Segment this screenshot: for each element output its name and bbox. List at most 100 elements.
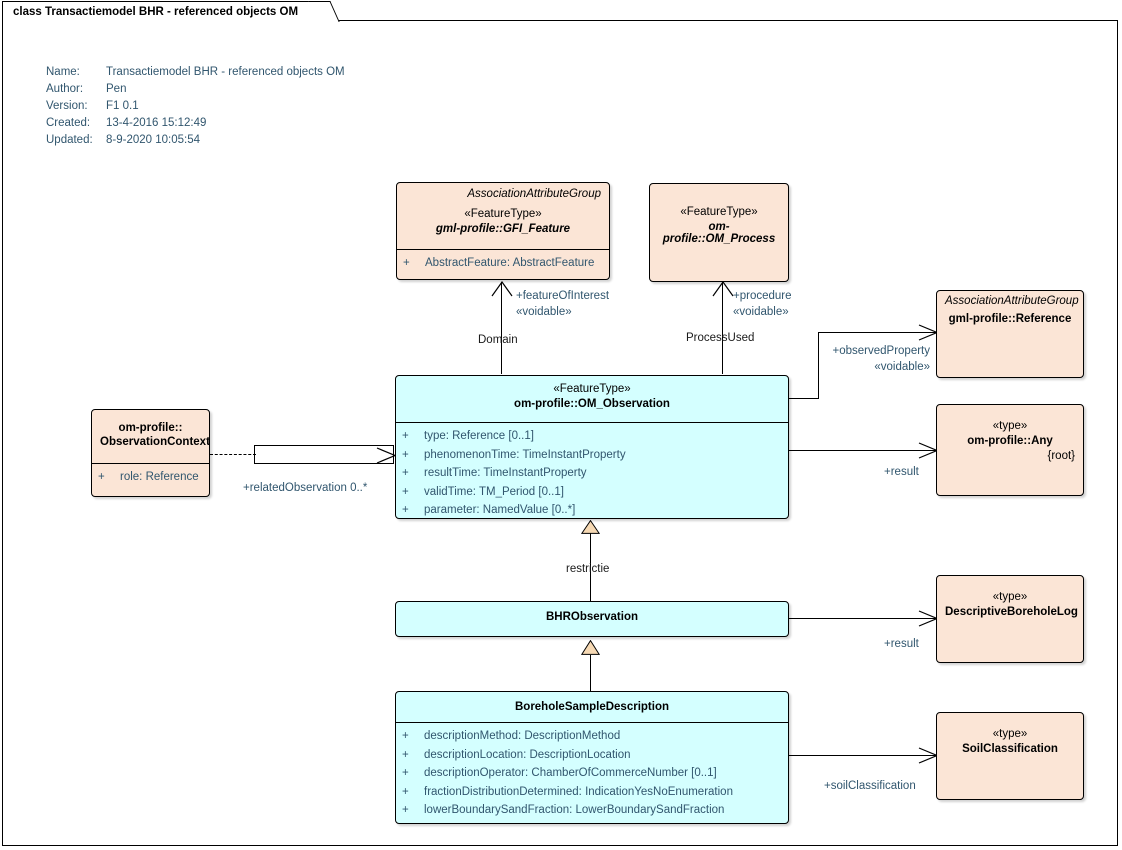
attribute-visibility: + — [402, 730, 409, 742]
connector-feature-of-interest-arrowhead — [491, 281, 513, 297]
connector-observed-property-seg3 — [818, 332, 936, 333]
class-gfi-feature-name: gml-profile::GFI_Feature — [435, 223, 571, 235]
class-any-root-constraint: {root} — [1047, 450, 1076, 462]
class-attribute-row: + descriptionLocation: DescriptionLocati… — [402, 746, 782, 765]
class-om-process-name: om-profile::OM_Process — [662, 221, 776, 245]
class-attribute-row: + fractionDistributionDetermined: Indica… — [402, 783, 782, 802]
diagram-title-tab: class Transactiemodel BHR - referenced o… — [2, 1, 326, 21]
connector-result-log-line — [789, 618, 936, 619]
class-bhr-observation[interactable]: BHRObservation — [395, 601, 789, 637]
label-procedure-role: +procedure — [733, 290, 792, 302]
connector-restrictie-line — [590, 533, 591, 601]
label-restrictie: restrictie — [566, 563, 610, 575]
class-attribute-row: + lowerBoundarySandFraction: LowerBounda… — [402, 801, 782, 820]
label-observed-property-stereotype: «voidable» — [874, 361, 930, 373]
tab-bottom-mask — [3, 20, 335, 22]
attribute-text: resultTime: TimeInstantProperty — [424, 467, 587, 479]
connector-procedure-line — [722, 282, 723, 374]
label-result-any: +result — [884, 466, 919, 478]
class-om-profile-om-process[interactable]: «FeatureType» om-profile::OM_Process — [649, 183, 789, 282]
meta-row-name: Name: Transactiemodel BHR - referenced o… — [46, 64, 466, 82]
class-gfi-feature-attributes: + AbstractFeature: AbstractFeature — [397, 250, 609, 278]
meta-row-version: Version: F1 0.1 — [46, 98, 466, 116]
class-attribute-row: + validTime: TM_Period [0..1] — [402, 483, 782, 502]
class-soil-classification-name: SoilClassification — [962, 743, 1058, 755]
class-descriptive-borehole-log[interactable]: «type» DescriptiveBoreholeLog — [936, 575, 1084, 663]
class-attribute-row: + phenomenonTime: TimeInstantProperty — [402, 446, 782, 465]
attribute-text: phenomenonTime: TimeInstantProperty — [424, 448, 626, 461]
class-bhr-observation-header: BHRObservation — [396, 602, 788, 629]
attribute-text: role: Reference — [120, 471, 199, 483]
connector-procedure-arrowhead — [712, 281, 734, 297]
class-gml-profile-reference[interactable]: AssociationAttributeGroup gml-profile::R… — [936, 290, 1084, 378]
connector-result-log-arrowhead — [918, 610, 938, 627]
class-any-header: «type» om-profile::Any {root} — [937, 405, 1083, 468]
connector-observed-property-seg2 — [818, 332, 819, 399]
class-attribute-row: + parameter: NamedValue [0..*] — [402, 501, 782, 520]
class-reference-name: gml-profile::Reference — [948, 313, 1072, 325]
class-borehole-sample-description-header: BoreholeSampleDescription — [396, 692, 788, 722]
attribute-visibility: + — [402, 485, 409, 498]
class-gfi-feature-stereotype: «FeatureType» — [464, 208, 542, 220]
label-related-observation: +relatedObservation 0..* — [243, 482, 368, 494]
class-observation-context-separator — [92, 463, 209, 464]
label-process-used: ProcessUsed — [686, 332, 755, 344]
class-om-observation-stereotype: «FeatureType» — [553, 383, 631, 395]
attribute-visibility: + — [98, 471, 105, 483]
connector-observed-property-seg1 — [789, 398, 819, 399]
label-procedure-stereotype: «voidable» — [733, 306, 789, 318]
meta-label-updated: Updated: — [46, 134, 93, 146]
attribute-visibility: + — [402, 504, 409, 516]
label-result-log: +result — [884, 638, 919, 650]
class-attribute-row: + descriptionOperator: ChamberOfCommerce… — [402, 764, 782, 783]
attribute-text: descriptionLocation: DescriptionLocation — [424, 748, 631, 761]
class-soil-classification[interactable]: «type» SoilClassification — [936, 712, 1084, 800]
connector-observed-property-arrowhead — [918, 324, 938, 341]
meta-value-updated: 8-9-2020 10:05:54 — [106, 134, 200, 146]
class-om-process-stereotype: «FeatureType» — [680, 206, 758, 218]
class-borehole-sample-description-attributes: + descriptionMethod: DescriptionMethod +… — [396, 723, 788, 825]
class-borehole-sample-description-separator — [396, 722, 788, 723]
class-observation-context-attributes: + role: Reference — [92, 464, 209, 492]
meta-row-created: Created: 13-4-2016 15:12:49 — [46, 115, 466, 133]
label-domain: Domain — [478, 334, 518, 346]
attribute-visibility: + — [402, 748, 409, 761]
class-om-observation-attributes: + type: Reference [0..1] + phenomenonTim… — [396, 423, 788, 525]
class-soil-classification-stereotype: «type» — [992, 728, 1028, 740]
meta-label-name: Name: — [46, 66, 80, 78]
connector-result-any-line — [789, 450, 936, 451]
class-om-process-header: «FeatureType» om-profile::OM_Process — [650, 184, 788, 251]
label-feature-of-interest-role: +featureOfInterest — [516, 290, 610, 302]
class-om-profile-observation-context[interactable]: om-profile:: ObservationContext + role: … — [91, 409, 210, 497]
meta-row-author: Author: Pen — [46, 81, 466, 99]
connector-generalization-bsd-line — [590, 655, 591, 691]
attribute-visibility: + — [402, 785, 409, 798]
class-soil-classification-header: «type» SoilClassification — [937, 713, 1083, 761]
attribute-visibility: + — [402, 804, 409, 816]
connector-related-observation-assoc-box — [254, 445, 394, 464]
meta-label-version: Version: — [46, 100, 88, 112]
attribute-visibility: + — [402, 430, 409, 442]
class-gml-profile-gfi-feature[interactable]: AssociationAttributeGroup «FeatureType» … — [396, 182, 610, 280]
connector-soil-classification-arrowhead — [918, 747, 938, 764]
attribute-text: fractionDistributionDetermined: Indicati… — [424, 785, 733, 798]
meta-label-author: Author: — [46, 83, 84, 95]
diagram-frame — [2, 20, 1118, 846]
attribute-text: validTime: TM_Period [0..1] — [424, 485, 564, 498]
class-observation-context-header: om-profile:: ObservationContext — [92, 410, 210, 454]
attribute-text: lowerBoundarySandFraction: LowerBoundary… — [424, 804, 725, 816]
class-observation-context-name-line2: ObservationContext — [100, 436, 210, 448]
class-om-profile-any[interactable]: «type» om-profile::Any {root} — [936, 404, 1084, 496]
class-borehole-sample-description[interactable]: BoreholeSampleDescription + descriptionM… — [395, 691, 789, 824]
class-attribute-row: + type: Reference [0..1] — [402, 427, 782, 446]
attribute-visibility: + — [402, 467, 409, 479]
label-soil-classification: +soilClassification — [824, 780, 916, 792]
meta-value-created: 13-4-2016 15:12:49 — [106, 117, 207, 129]
meta-value-name: Transactiemodel BHR - referenced objects… — [106, 66, 345, 78]
meta-label-created: Created: — [46, 117, 91, 129]
attribute-text: AbstractFeature: AbstractFeature — [425, 257, 595, 269]
class-om-profile-om-observation[interactable]: «FeatureType» om-profile::OM_Observation… — [395, 375, 789, 519]
class-observation-context-name-line1: om-profile:: — [118, 422, 183, 434]
label-feature-of-interest-stereotype: «voidable» — [516, 306, 572, 318]
